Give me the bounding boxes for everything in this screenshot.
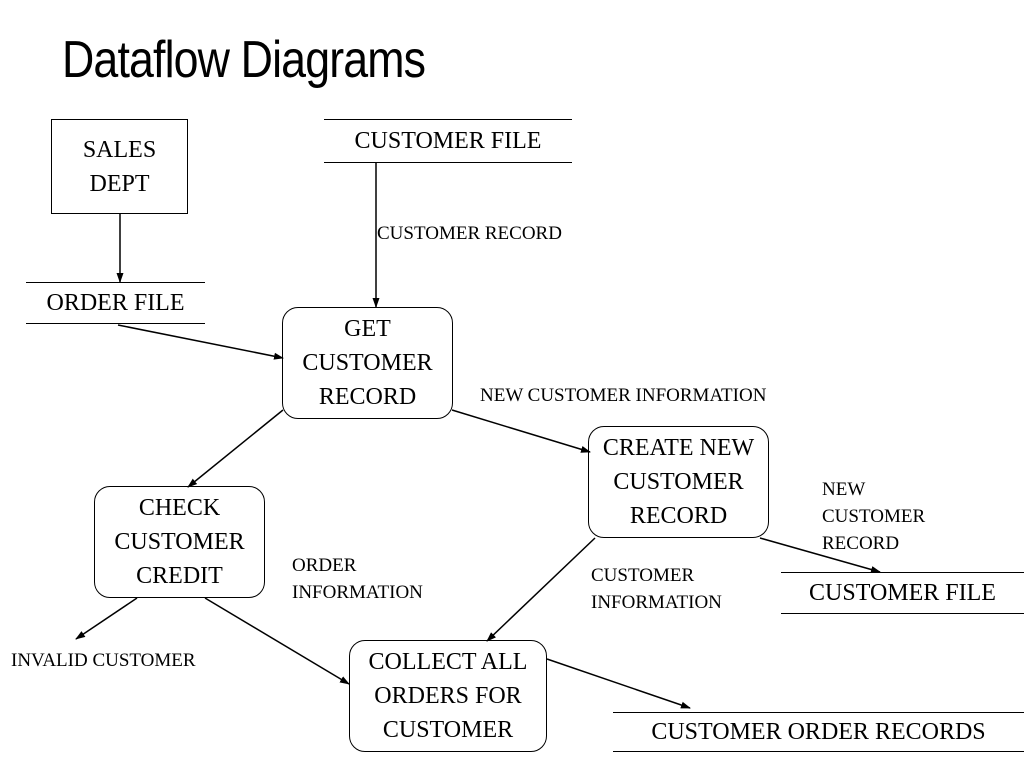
- check-customer-credit-process: CHECK CUSTOMER CREDIT: [94, 486, 265, 598]
- order-information-flow-label: ORDER INFORMATION: [292, 555, 423, 603]
- arrow-create-new-to-customer-file: [759, 537, 881, 573]
- customer-information-flow-label: CUSTOMER INFORMATION: [591, 565, 722, 613]
- create-new-customer-record-process: CREATE NEW CUSTOMER RECORD: [588, 426, 769, 538]
- sales-dept-entity: SALES DEPT: [51, 119, 188, 214]
- get-customer-record-process: GET CUSTOMER RECORD: [282, 307, 453, 419]
- customer-file-store-right: CUSTOMER FILE: [781, 572, 1024, 614]
- arrow-create-new-to-collect-orders: [486, 537, 596, 642]
- customer-file-store-top: CUSTOMER FILE: [324, 119, 572, 163]
- order-file-store: ORDER FILE: [26, 282, 205, 324]
- collect-all-orders-process: COLLECT ALL ORDERS FOR CUSTOMER: [349, 640, 547, 752]
- arrow-check-credit-to-invalid: [75, 597, 138, 640]
- arrow-check-credit-to-collect-orders: [204, 597, 350, 685]
- new-customer-information-flow-label: NEW CUSTOMER INFORMATION: [480, 385, 767, 406]
- invalid-customer-flow-label: INVALID CUSTOMER: [11, 650, 196, 671]
- arrow-get-record-to-check-credit: [187, 409, 284, 488]
- new-customer-record-flow-label: NEW CUSTOMER RECORD: [822, 479, 926, 554]
- arrow-order-file-to-get-record: [117, 324, 284, 360]
- arrow-collect-orders-to-order-records: [546, 658, 691, 709]
- customer-record-flow-label: CUSTOMER RECORD: [377, 223, 562, 244]
- arrow-get-record-to-create-new: [451, 409, 591, 453]
- customer-order-records-store: CUSTOMER ORDER RECORDS: [613, 712, 1024, 752]
- page-title: Dataflow Diagrams: [62, 31, 426, 89]
